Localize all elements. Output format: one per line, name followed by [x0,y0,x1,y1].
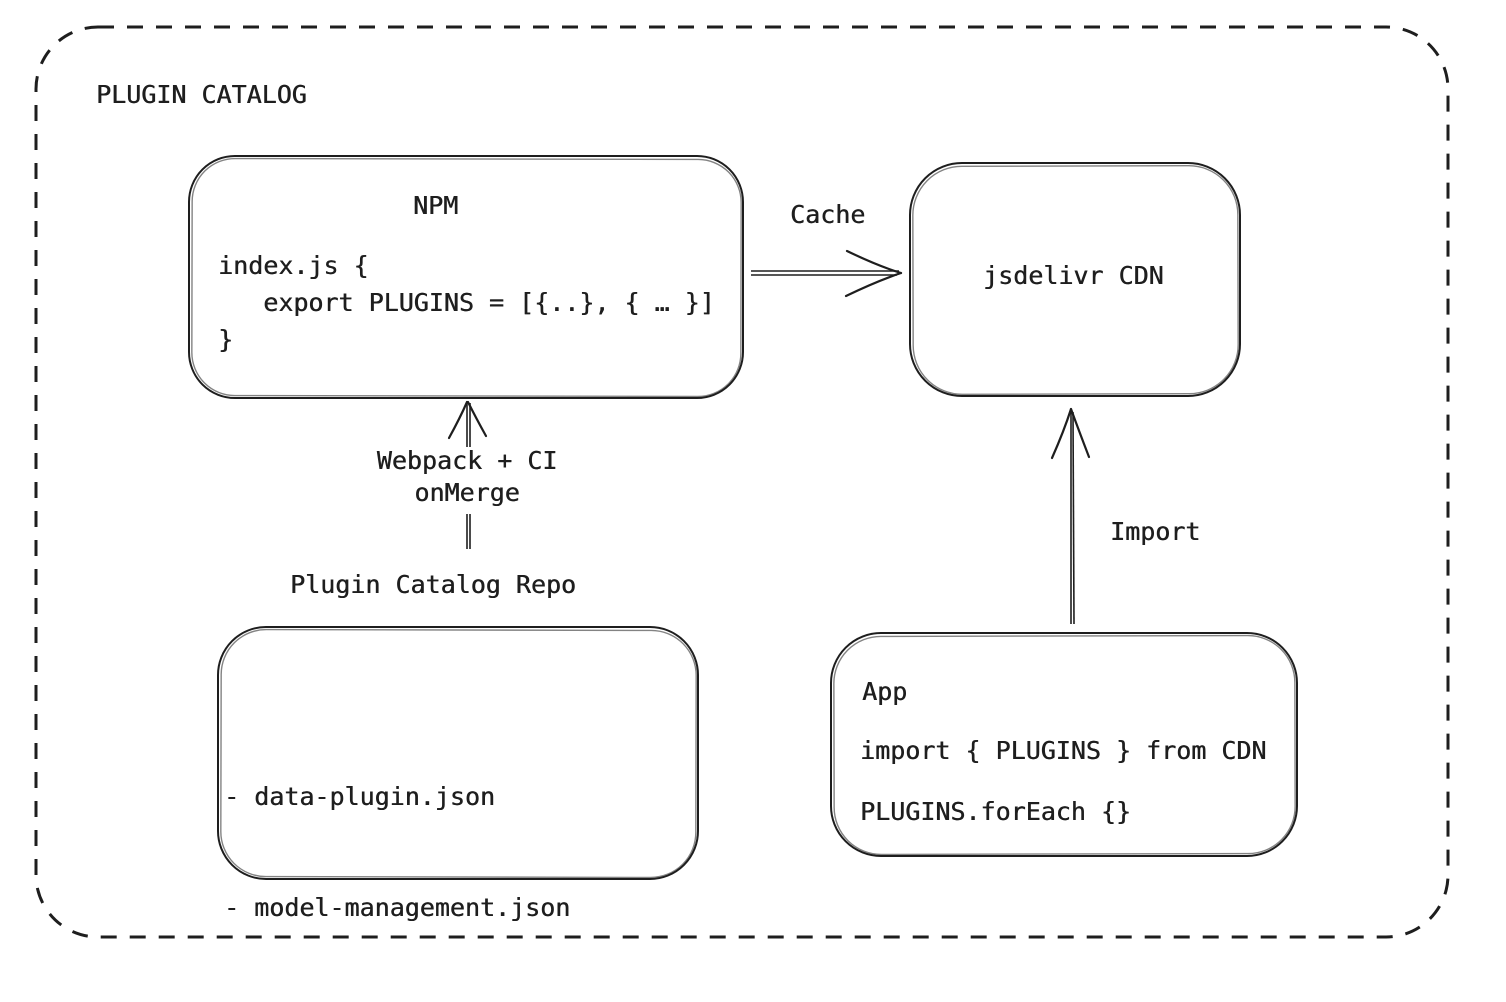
plugin-catalog-boundary [34,25,1450,939]
diagram-title: PLUGIN CATALOG [96,80,307,109]
cdn-box-label: jsdelivr CDN [983,261,1164,290]
cache-arrow-label: Cache [790,200,866,229]
build-arrow [447,400,488,549]
repo-file-item: - model-management.json [224,893,571,922]
npm-box-title: NPM [413,191,459,220]
import-arrow [1050,407,1091,625]
repo-box [217,626,699,880]
npm-box [188,155,744,399]
cache-arrow [751,249,903,298]
app-code-foreach-line: PLUGINS.forEach {} [860,797,1131,826]
repo-file-list: - data-plugin.json - model-management.js… [224,704,570,1002]
app-code-import-line: import { PLUGINS } from CDN [860,736,1267,765]
cdn-box [909,162,1241,397]
build-arrow-label: Webpack + CI onMerge [376,446,558,507]
repo-box-label: Plugin Catalog Repo [290,570,576,599]
import-arrow-label: Import [1110,517,1201,546]
npm-code: index.js { export PLUGINS = [{..}, { … }… [218,251,715,354]
app-box [830,632,1298,857]
repo-file-item: - data-plugin.json [224,782,495,811]
app-box-title: App [862,677,908,706]
